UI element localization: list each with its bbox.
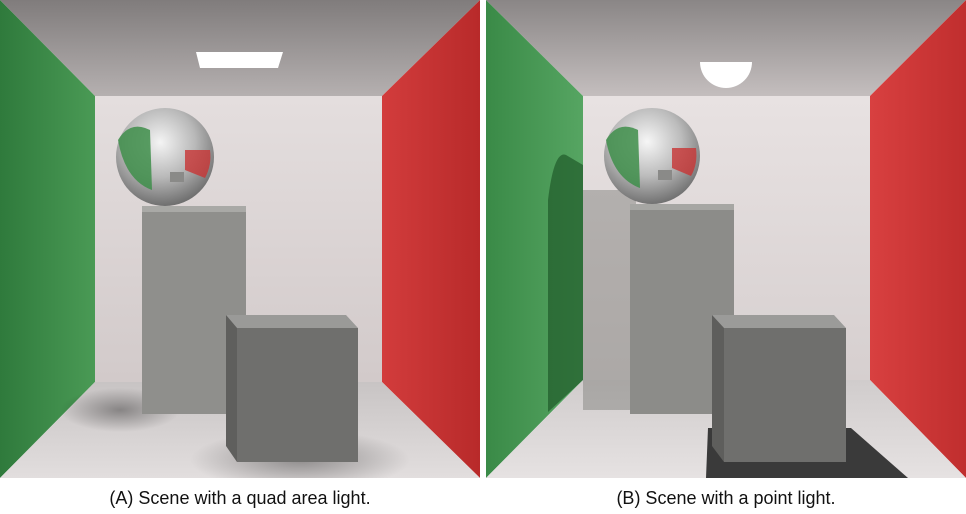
caption-point-light: (B) Scene with a point light.	[616, 488, 836, 508]
tall-box-shadow-on-back-wall	[583, 190, 636, 410]
sphere-box-reflection	[658, 170, 672, 180]
caption-quad-area-light: (A) Scene with a quad area light.	[109, 488, 371, 508]
short-box-side	[712, 315, 724, 462]
sphere-red-reflection	[185, 150, 211, 178]
point-light-dome	[700, 62, 752, 88]
sphere-shadow-on-left-wall	[548, 154, 583, 412]
right-wall-red	[382, 0, 480, 478]
tall-box-top	[142, 206, 246, 212]
tall-box-front	[142, 206, 246, 414]
sphere-red-reflection	[672, 148, 697, 176]
short-box-front	[724, 328, 846, 462]
sphere-green-reflection	[118, 126, 152, 190]
tall-box-front	[630, 204, 734, 414]
left-wall-green	[0, 0, 95, 478]
ceiling	[486, 0, 966, 96]
quad-area-light	[196, 52, 283, 68]
sphere-box-reflection	[170, 172, 184, 182]
short-box-top	[712, 315, 846, 328]
cornell-box-render-b	[486, 0, 966, 478]
render-panel-point-light	[486, 0, 966, 478]
right-wall-red	[870, 0, 966, 478]
short-box-top	[226, 315, 358, 328]
sphere-green-reflection	[606, 126, 640, 188]
short-box-front	[237, 328, 358, 462]
cornell-box-render-a	[0, 0, 480, 478]
render-panel-quad-light	[0, 0, 480, 478]
ceiling	[0, 0, 480, 96]
short-box-side	[226, 315, 237, 462]
tall-box-top	[630, 204, 734, 210]
